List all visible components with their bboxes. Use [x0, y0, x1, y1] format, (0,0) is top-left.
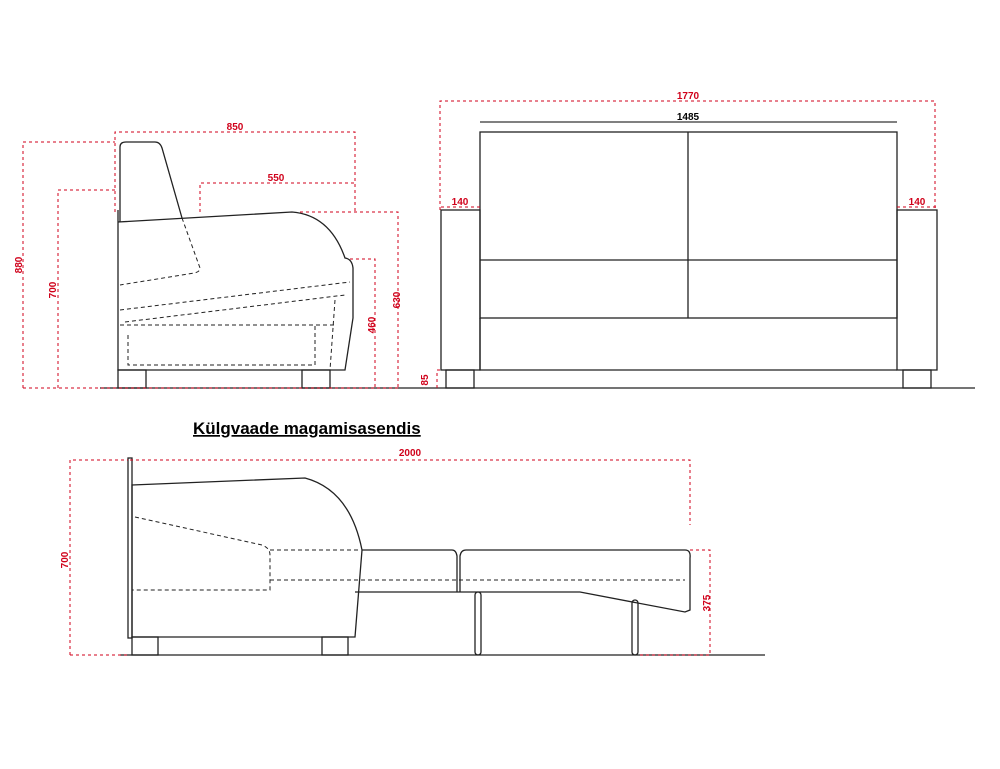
dim-arm-left: 140: [452, 197, 469, 208]
dim-height: 700: [60, 551, 71, 568]
dim-back-height: 700: [48, 281, 59, 298]
dim-total-width: 1770: [677, 91, 700, 102]
dim-total-height: 880: [14, 256, 25, 273]
front-view: 1770 1485 140 140: [439, 91, 975, 389]
dim-arm-height: 630: [392, 291, 403, 308]
dim-arm-right: 140: [909, 197, 926, 208]
dim-length: 2000: [399, 448, 422, 459]
dim-inner-width: 1485: [677, 112, 700, 123]
sleeping-view: 2000 700 375: [60, 448, 765, 656]
dim-depth: 850: [227, 122, 244, 133]
dim-leg-height: 85: [420, 374, 431, 386]
dim-bed-height: 375: [702, 594, 713, 611]
sleeping-view-title: Külgvaade magamisasendis: [193, 419, 421, 438]
side-view: 850 550 880 700 630 460 85: [14, 122, 441, 389]
dim-seat-depth: 550: [268, 173, 285, 184]
dim-seat-height: 460: [367, 316, 378, 333]
